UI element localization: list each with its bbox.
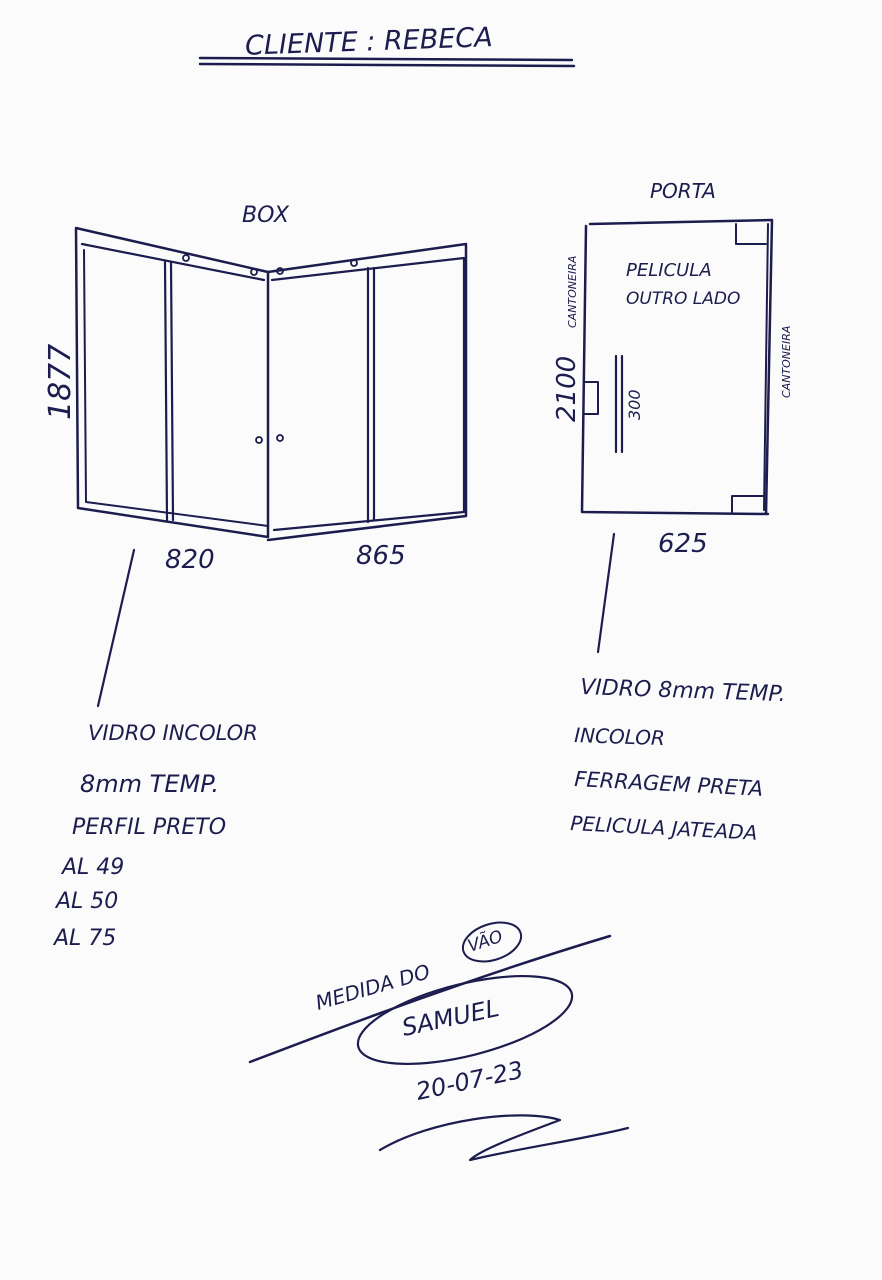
box-width-right: 865 <box>356 541 406 571</box>
signature-flourish <box>378 1114 630 1162</box>
box-height-dim: 1877 <box>43 344 78 420</box>
porta-label: PORTA <box>650 179 716 203</box>
porta-spec-line-1: VIDRO 8mm TEMP. <box>580 675 786 707</box>
vao-circle <box>461 921 523 963</box>
porta-pointer-line <box>596 532 616 654</box>
box-spec-line-6: AL 75 <box>52 926 116 951</box>
box-drawing <box>74 226 468 542</box>
porta-drawing <box>580 218 774 516</box>
box-width-left: 820 <box>165 545 215 575</box>
box-spec-line-3: PERFIL PRETO <box>72 815 226 840</box>
porta-spec-line-3: FERRAGEM PRETA <box>574 767 764 801</box>
box-spec-line-2: 8mm TEMP. <box>80 770 219 798</box>
porta-side-label-right: CANTONEIRA <box>780 326 793 398</box>
box-pointer-line <box>96 548 136 708</box>
porta-spec-notes: VIDRO 8mm TEMP. INCOLOR FERRAGEM PRETA P… <box>570 675 786 845</box>
box-spec-line-5: AL 50 <box>54 889 118 914</box>
title-underline <box>198 56 576 68</box>
porta-height-dim: 2100 <box>552 356 582 422</box>
signature-underline <box>248 934 612 1064</box>
porta-spec-line-2: INCOLOR <box>574 723 666 750</box>
measure-note-vao: VÃO <box>465 925 506 957</box>
porta-spec-line-4: PELICULA JATEADA <box>570 811 758 845</box>
box-spec-line-4: AL 49 <box>60 855 124 880</box>
porta-width-dim: 625 <box>658 529 708 559</box>
client-title: CLIENTE : REBECA <box>245 22 494 62</box>
porta-side-label-left: CANTONEIRA <box>566 256 579 328</box>
box-spec-notes: VIDRO INCOLOR 8mm TEMP. PERFIL PRETO AL … <box>52 721 258 951</box>
porta-film-line-2: OUTRO LADO <box>626 289 740 309</box>
porta-handle-dim: 300 <box>625 389 644 420</box>
measure-note: MEDIDA DO <box>313 959 433 1015</box>
box-label: BOX <box>242 203 290 228</box>
box-spec-line-1: VIDRO INCOLOR <box>88 721 258 745</box>
porta-film-line-1: PELICULA <box>626 260 712 281</box>
signature-oval <box>356 974 574 1066</box>
